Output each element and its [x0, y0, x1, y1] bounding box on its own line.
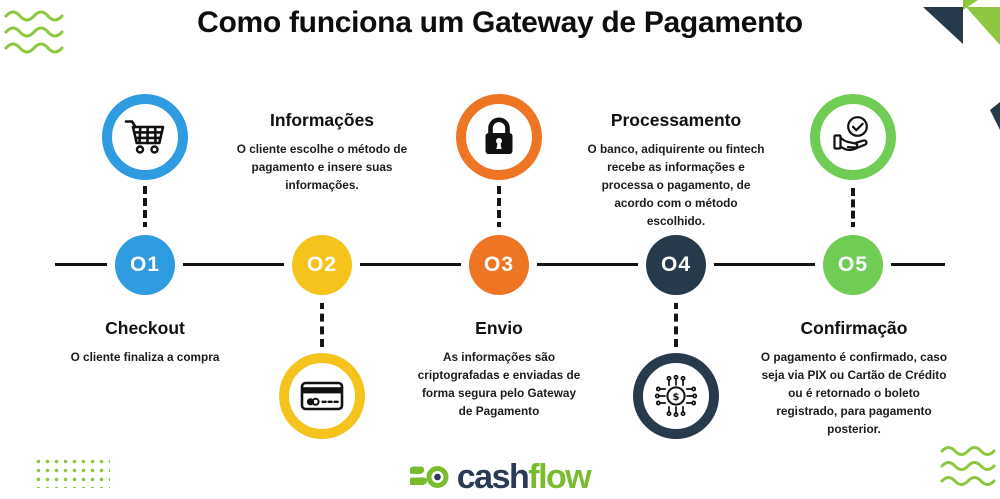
step4-icon-circle: $ [633, 353, 719, 439]
step2-icon-circle [279, 353, 365, 439]
step5-description: O pagamento é confirmado, caso seja via … [760, 350, 948, 436]
step2-number: O2 [292, 235, 352, 295]
fintech-network-icon: $ [654, 374, 698, 418]
step3-number: O3 [469, 235, 529, 295]
step2-description: O cliente escolhe o método de pagamento … [236, 142, 408, 192]
step4-number: O4 [646, 235, 706, 295]
step3-description: As informações são criptografadas e envi… [417, 350, 581, 418]
step2-connector [320, 301, 324, 347]
step4-text: Processamento O banco, adiquirente ou fi… [571, 110, 781, 230]
step2-text: Informações O cliente escolhe o método d… [217, 110, 427, 194]
logo-text-cash: cash [456, 457, 530, 496]
step1-number: O1 [115, 235, 175, 295]
step1-icon-circle [102, 94, 188, 180]
step5-number: O5 [823, 235, 883, 295]
step5-connector [851, 188, 855, 230]
padlock-icon [485, 117, 513, 154]
dollar-symbol: $ [673, 392, 680, 403]
step3-label: Envio [475, 318, 523, 338]
shopping-cart-icon [124, 120, 165, 154]
step3-text: Envio As informações são criptografadas … [394, 318, 604, 420]
cashflow-coin-icon [409, 466, 449, 488]
step4-description: O banco, adiquirente ou fintech recebe a… [587, 142, 765, 228]
cashflow-logo: cashflow [0, 457, 1000, 497]
hand-check-icon [833, 116, 868, 152]
page-title: Como funciona um Gateway de Pagamento [197, 6, 803, 39]
step5-label: Confirmação [800, 318, 908, 338]
step2-label: Informações [269, 110, 375, 130]
step4-label: Processamento [610, 110, 742, 130]
step1-label: Checkout [105, 318, 185, 338]
waves-decor-top-left [4, 10, 64, 54]
credit-card-icon [300, 381, 344, 411]
step3-connector [497, 186, 501, 230]
step3-icon-circle [456, 94, 542, 180]
step1-text: Checkout O cliente finaliza a compra [40, 318, 250, 366]
step1-description: O cliente finaliza a compra [70, 350, 220, 364]
triangles-decor-top-right [923, 0, 1000, 130]
step5-icon-circle [810, 94, 896, 180]
step4-connector [674, 301, 678, 347]
step5-text: Confirmação O pagamento é confirmado, ca… [747, 318, 961, 438]
logo-text-flow: flow [528, 457, 591, 496]
step1-connector [143, 186, 147, 230]
waves-decor-bottom-right [940, 446, 996, 486]
dot-grid-decor-bottom-left [32, 455, 110, 488]
